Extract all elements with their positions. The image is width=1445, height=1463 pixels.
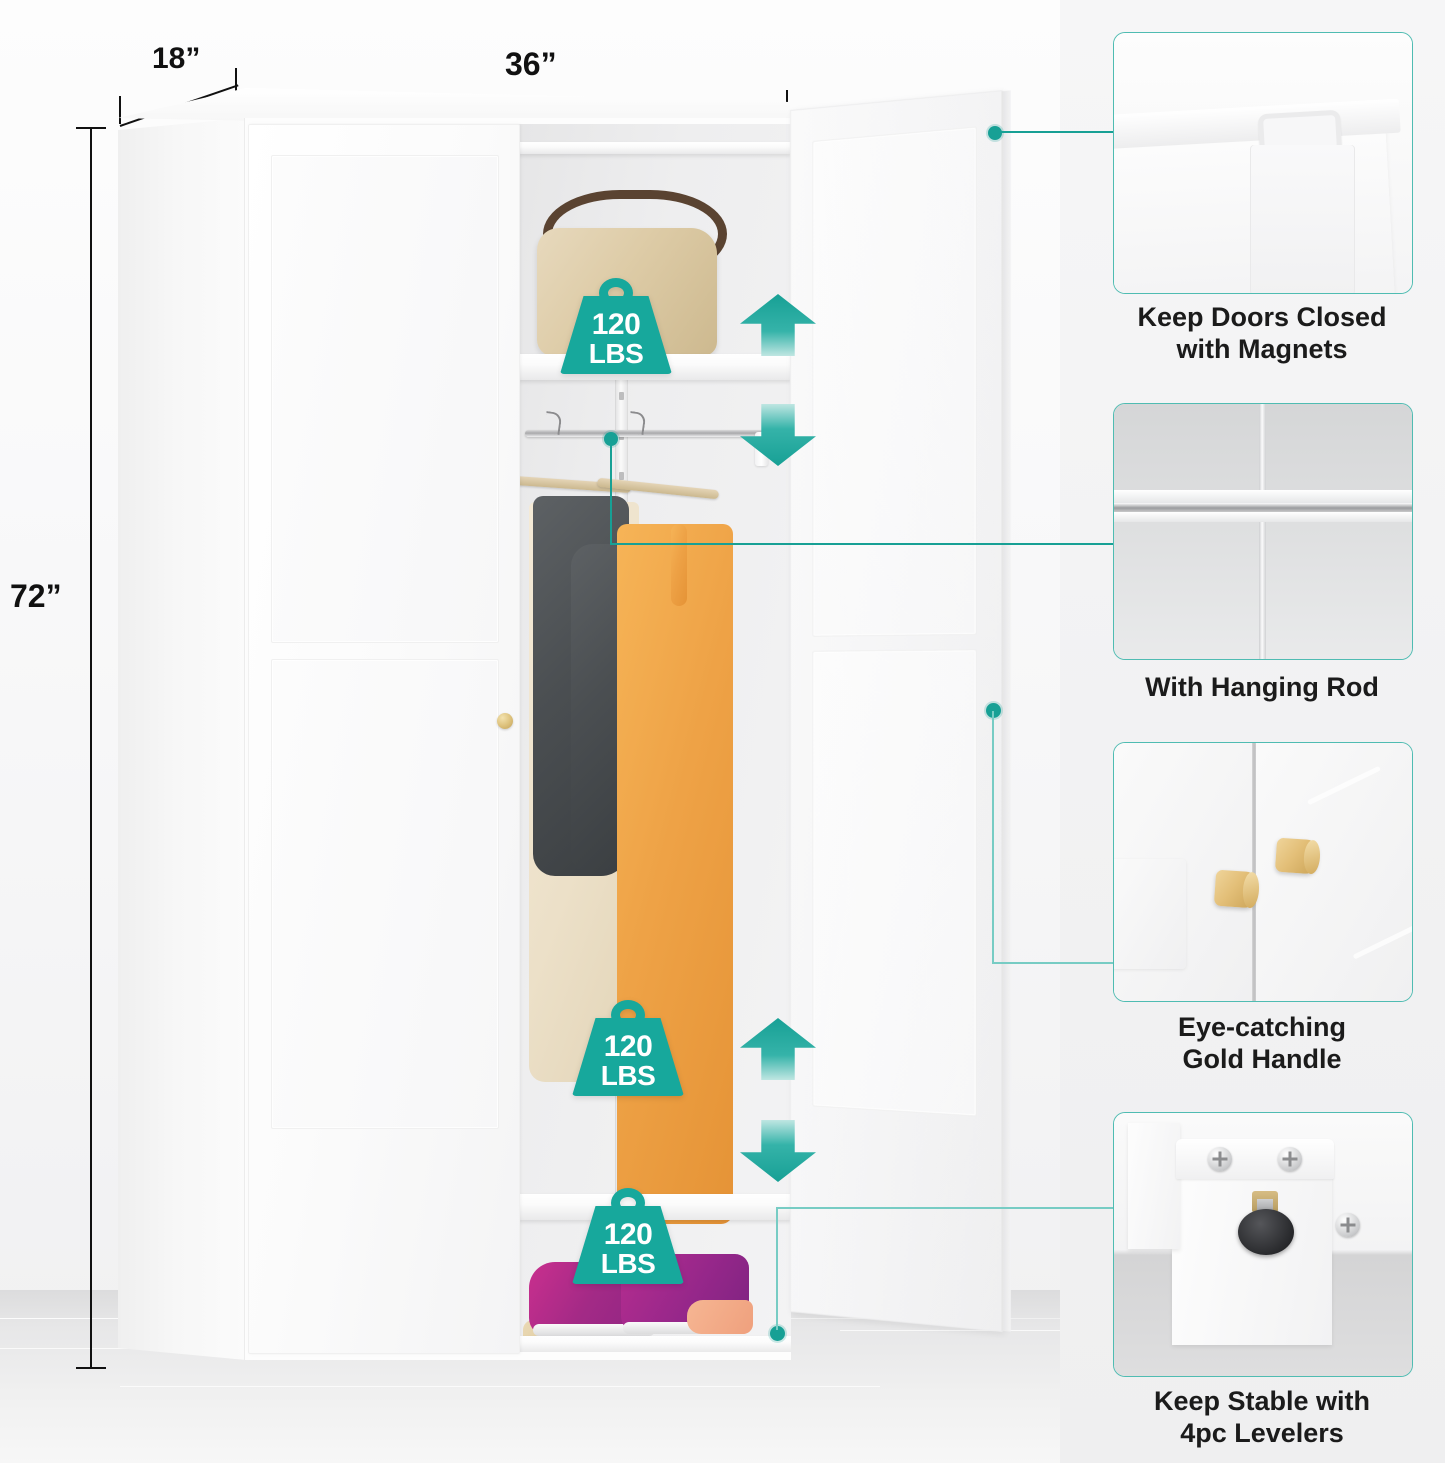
height-dimension-cap-bottom [76,1367,106,1369]
orange-dress-strap [671,524,687,606]
orange-dress [617,524,733,1224]
callout-caption-levelers: Keep Stable with 4pc Levelers [1153,1386,1371,1448]
weight-badge-text: 120 LBS [600,1030,656,1096]
gold-knob-right [1274,837,1320,875]
gold-knob-left [1213,869,1259,909]
rod-shelf-under-edge [1114,512,1412,522]
callout-card-levelers[interactable] [1113,1112,1413,1377]
leader-line-gold-handle-vertical [992,711,994,964]
depth-dimension-cap-left [119,96,121,124]
callout-dot-levelers [770,1326,785,1341]
weight-badge-bottom-shelf: 120 LBS [572,1188,684,1284]
leveler-foot [1238,1209,1294,1255]
callout-card-gold-handle[interactable] [1113,742,1413,1002]
height-dimension-label: 72” [10,578,62,614]
weight-value: 120 [603,1218,653,1252]
weight-badge-middle-shelf: 120 LBS [572,1000,684,1096]
double-arrow-vertical-icon [740,1120,816,1182]
weight-badge-text: 120 LBS [588,308,644,374]
double-arrow-vertical-icon [740,404,816,466]
weight-unit: LBS [588,337,644,369]
right-door-lower-panel [812,649,977,1117]
magnet-door-inner-panel [1250,145,1355,293]
leveler-cabinet-side [1128,1123,1180,1249]
weight-value: 120 [591,308,641,342]
shelf-adjust-arrows-lower [740,1018,816,1182]
callout-dot-magnets [988,126,1002,140]
cabinet-bottom-shelf [519,1336,791,1352]
callout-caption-magnets: Keep Doors Closed with Magnets [1137,302,1387,364]
shelf-adjust-arrows-upper [740,294,816,466]
width-dimension-label: 36” [505,46,557,82]
leader-line-gold-handle-horizontal [992,962,1118,964]
wardrobe-cabinet [118,88,791,1360]
cabinet-left-side-panel [118,118,246,1360]
callout-caption-hanging-rod: With Hanging Rod [1145,672,1379,702]
leveler-mounting-bracket [1176,1139,1334,1179]
screw-icon-2 [1278,1147,1302,1171]
left-door-upper-panel [271,155,499,643]
double-arrow-vertical-icon [740,294,816,356]
rod-shelf-edge [1114,490,1412,503]
weight-badge-text: 120 LBS [600,1218,656,1284]
height-dimension-line [90,128,92,1368]
depth-dimension-cap-right [235,68,237,98]
rod-vertical-divider [1259,404,1266,659]
leader-line-levelers-vertical [776,1208,778,1330]
hanging-rod-closeup [1114,503,1412,512]
right-door-upper-panel [812,126,977,637]
callout-dot-gold-handle [986,703,1001,718]
weight-unit: LBS [600,1059,656,1091]
weight-badge-top-shelf: 120 LBS [560,278,672,374]
callout-caption-gold-handle: Eye-catching Gold Handle [1177,1012,1347,1074]
height-dimension-cap-top [76,127,106,129]
leader-line-hanging-rod-vertical [610,439,612,545]
depth-dimension-label: 18” [152,42,201,75]
hanging-rod [525,430,773,437]
peach-sock [687,1300,753,1334]
leader-line-magnets [996,131,1118,133]
leader-line-levelers-horizontal [776,1207,1118,1209]
cabinet-left-door[interactable] [248,124,520,1354]
weight-value: 120 [603,1030,653,1064]
screw-icon-1 [1208,1147,1232,1171]
grey-shirt-sleeve [571,544,623,874]
leader-line-hanging-rod-horizontal [610,543,1118,545]
handle-right-door [1256,743,1412,1001]
cabinet-right-door-open[interactable] [790,90,1011,1332]
double-arrow-vertical-icon [740,1018,816,1080]
right-door-edge [1001,90,1011,1332]
handle-left-door-panel [1114,859,1186,969]
cabinet-top-inner-lip [519,142,791,154]
screw-icon-3 [1336,1213,1360,1237]
callout-card-hanging-rod[interactable] [1113,403,1413,660]
callout-card-magnets[interactable] [1113,32,1413,294]
weight-unit: LBS [600,1247,656,1279]
left-door-gold-knob[interactable] [497,713,513,729]
left-door-lower-panel [271,659,499,1129]
